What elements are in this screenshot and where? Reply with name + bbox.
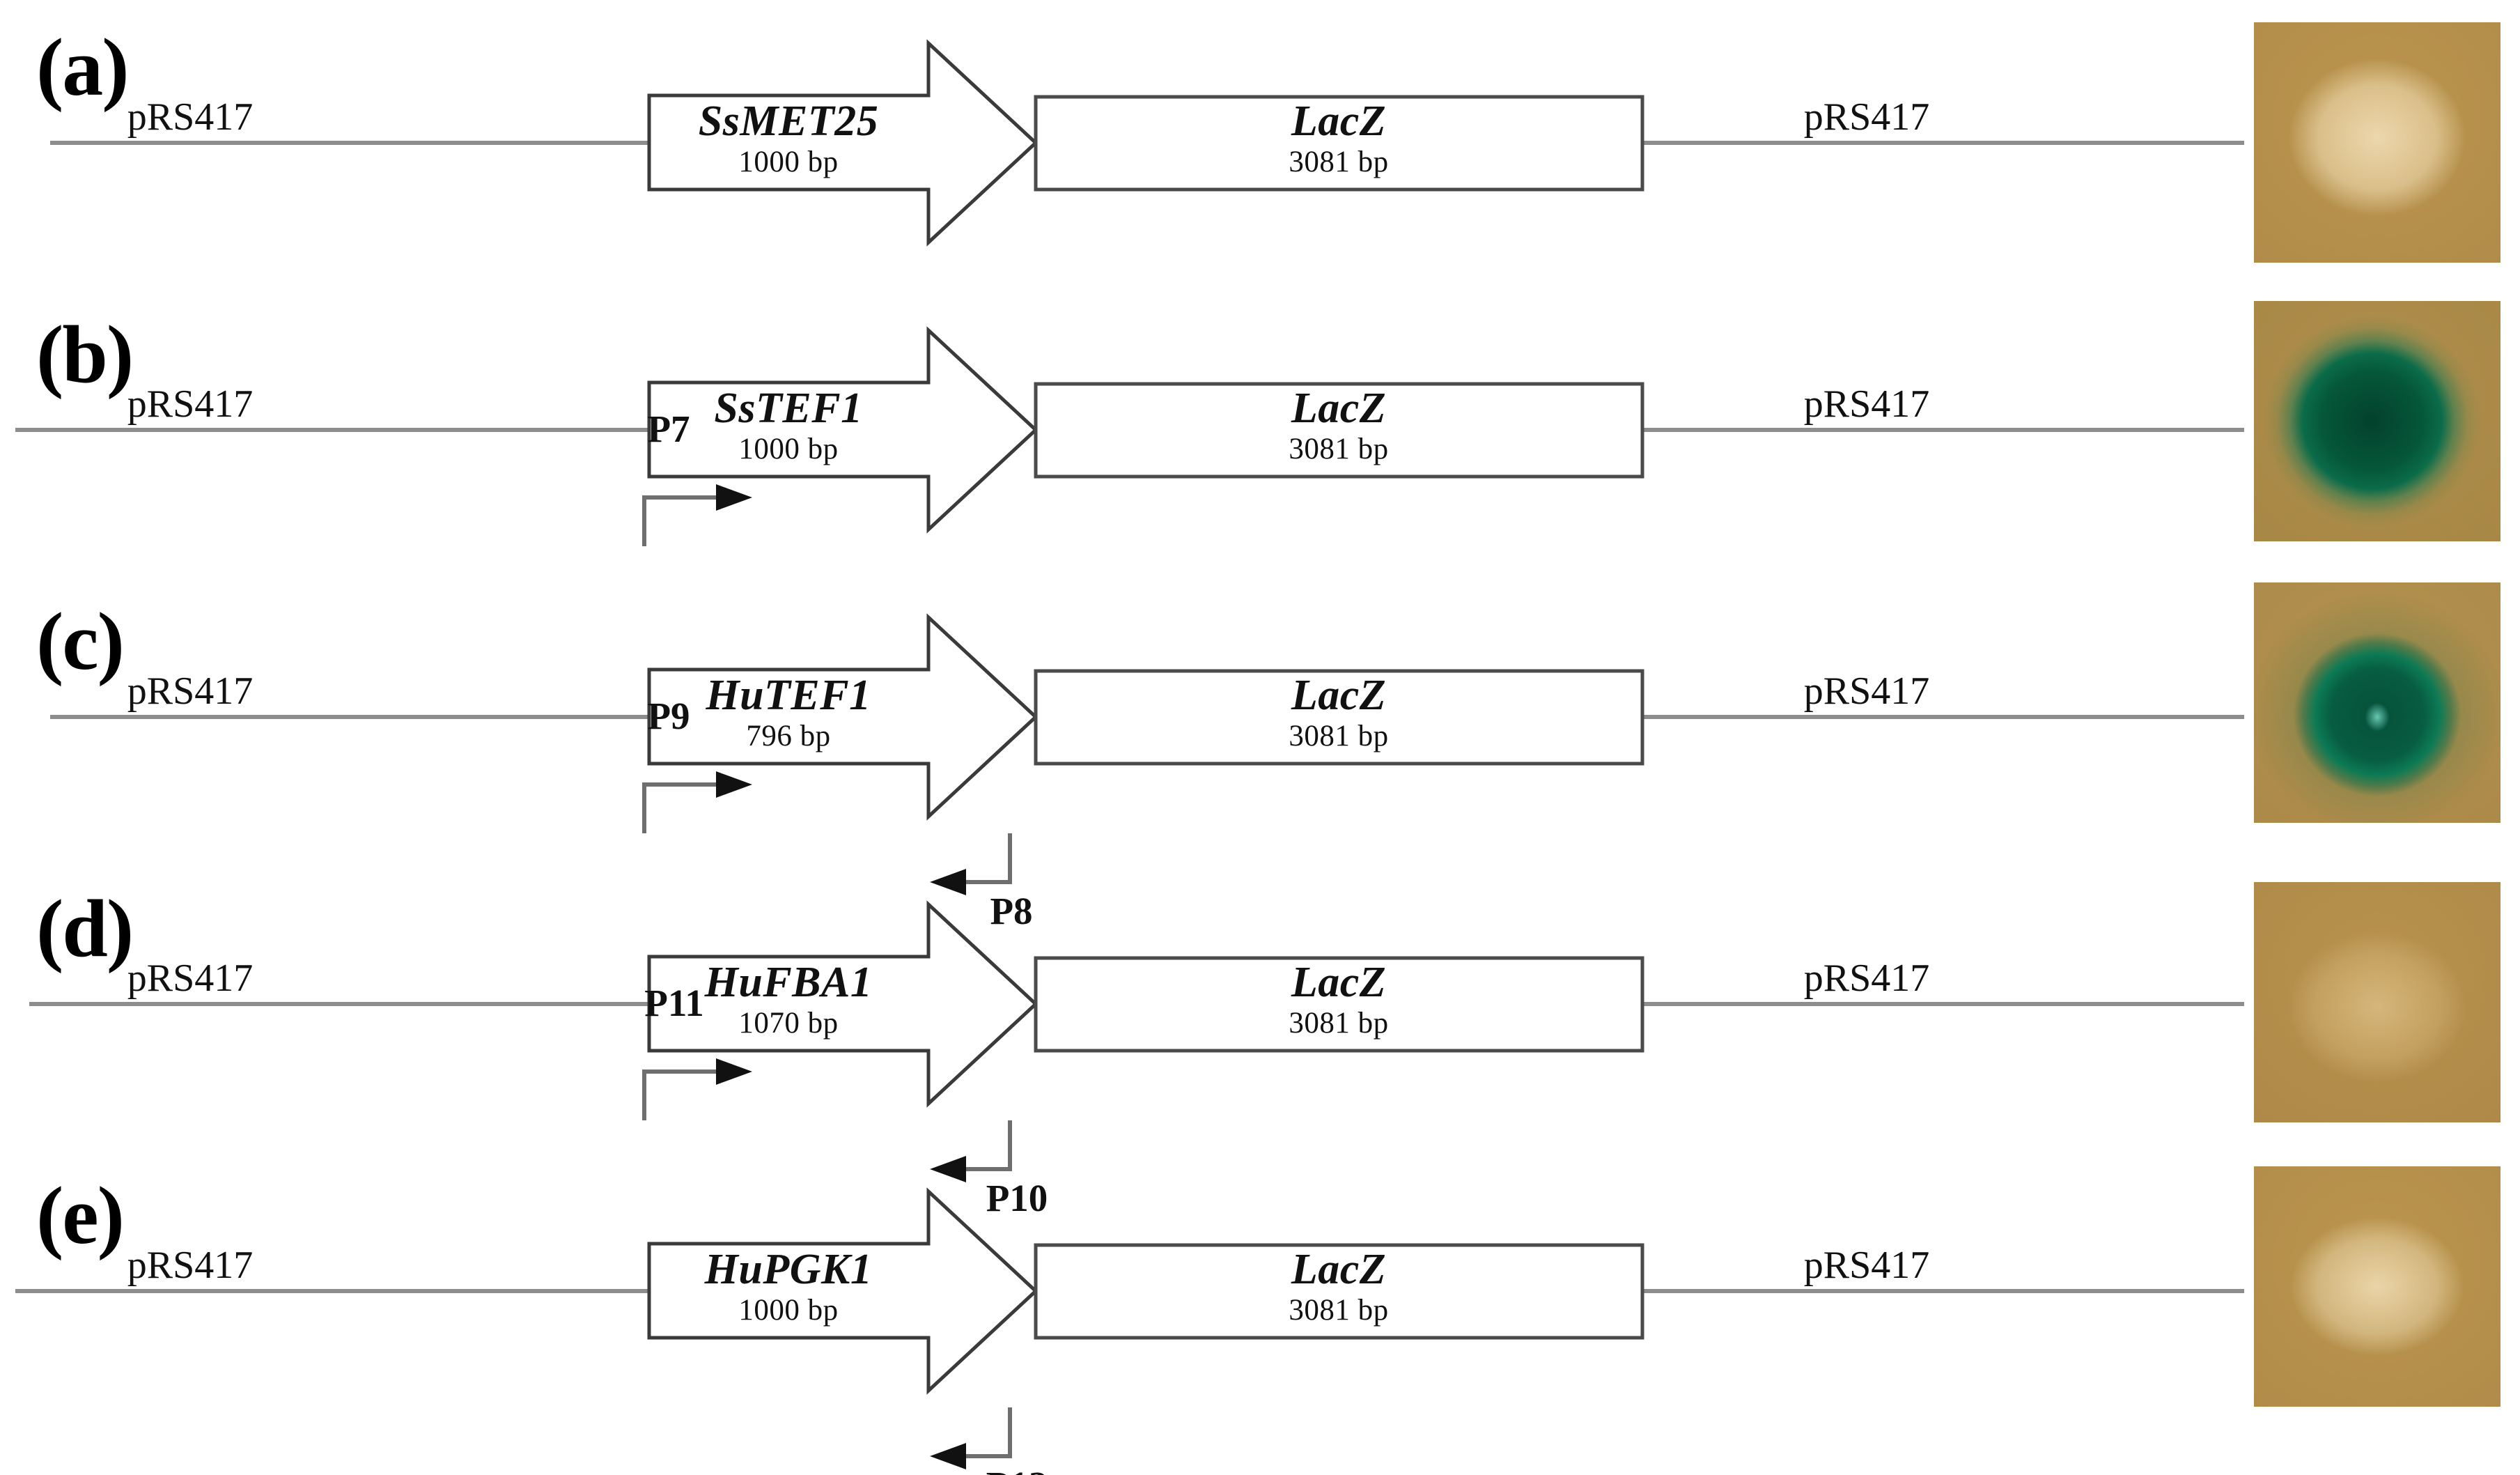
primer-label-p7: P7 <box>647 408 690 450</box>
promoter-size-a: 1000 bp <box>738 146 839 179</box>
construct-diagram-c <box>50 484 2244 895</box>
reporter-box-e <box>1034 1243 1644 1340</box>
panel-b: (b) pRS417 pRS417 SsTEF1 1000 bp LacZ 30… <box>0 287 2520 574</box>
colony-photo-c <box>2254 582 2500 823</box>
promoter-size-b: 1000 bp <box>738 433 839 466</box>
promoter-size-c: 796 bp <box>746 720 831 753</box>
panel-letter-a: (a) <box>36 22 130 113</box>
reporter-box-b <box>1034 382 1644 479</box>
panel-d: (d) pRS417 pRS417 HuFBA1 1070 bp LacZ <box>0 695 2520 1219</box>
promoter-name-d: HuFBA1 <box>704 959 873 1006</box>
construct-diagram-e <box>15 1058 2244 1469</box>
primer-arrow-p10 <box>930 1120 1012 1182</box>
promoter-arrow-b <box>647 326 1039 534</box>
reporter-name-e: LacZ <box>1291 1246 1387 1293</box>
primer-label-p12: P12 <box>986 1463 1048 1475</box>
panel-letter-c: (c) <box>36 596 125 687</box>
vector-label-right-e: pRS417 <box>1803 1244 1930 1287</box>
vector-label-left-a: pRS417 <box>127 95 254 139</box>
panel-e: (e) pRS417 pRS417 HuPGK1 1000 bp LacZ <box>0 982 2520 1475</box>
promoter-name-b: SsTEF1 <box>714 385 863 432</box>
primer-label-p11: P11 <box>644 982 704 1024</box>
reporter-name-b: LacZ <box>1291 385 1387 432</box>
panel-a: (a) pRS417 pRS417 SsMET25 1000 bp LacZ 3… <box>0 0 2520 287</box>
reporter-size-a: 3081 bp <box>1289 146 1389 179</box>
reporter-label-e: LacZ 3081 bp <box>1289 1246 1389 1329</box>
construct-diagram-d <box>29 771 2244 1182</box>
vector-label-left-b: pRS417 <box>127 383 254 426</box>
promoter-name-c: HuTEF1 <box>706 672 871 719</box>
construct-diagram-b <box>15 326 2244 534</box>
reporter-label-c: LacZ 3081 bp <box>1289 672 1389 755</box>
reporter-size-e: 3081 bp <box>1289 1294 1389 1327</box>
reporter-size-d: 3081 bp <box>1289 1007 1389 1040</box>
promoter-name-e: HuPGK1 <box>704 1246 873 1293</box>
reporter-name-c: LacZ <box>1291 672 1387 719</box>
reporter-label-d: LacZ 3081 bp <box>1289 959 1389 1042</box>
panel-c: (c) pRS417 pRS417 HuTEF1 796 bp LacZ <box>0 408 2520 932</box>
vector-label-right-d: pRS417 <box>1803 957 1930 1000</box>
promoter-arrow-e <box>647 1187 1039 1395</box>
primer-arrow-p11 <box>642 1058 752 1120</box>
primer-label-p9: P9 <box>647 695 690 737</box>
vector-label-left-e: pRS417 <box>127 1244 254 1287</box>
colony-photo-e <box>2254 1166 2500 1407</box>
promoter-arrow-a <box>647 39 1039 247</box>
vector-label-left-c: pRS417 <box>127 670 254 713</box>
promoter-label-a: SsMET25 1000 bp <box>698 98 879 181</box>
panel-letter-d: (d) <box>36 883 134 974</box>
promoter-size-d: 1070 bp <box>738 1007 839 1040</box>
promoter-arrow-d <box>647 900 1039 1108</box>
reporter-size-b: 3081 bp <box>1289 433 1389 466</box>
reporter-size-c: 3081 bp <box>1289 720 1389 753</box>
reporter-box-c <box>1034 669 1644 766</box>
reporter-label-a: LacZ 3081 bp <box>1289 98 1389 181</box>
primer-label-p10: P10 <box>986 1177 1048 1219</box>
vector-label-right-c: pRS417 <box>1803 670 1930 713</box>
primer-arrow-p8 <box>930 833 1012 895</box>
reporter-box-d <box>1034 956 1644 1053</box>
primer-arrow-p9 <box>642 771 752 833</box>
promoter-label-e: HuPGK1 1000 bp <box>704 1246 873 1329</box>
promoter-label-d: HuFBA1 1070 bp <box>704 959 873 1042</box>
colony-photo-b <box>2254 301 2500 541</box>
reporter-name-d: LacZ <box>1291 959 1387 1006</box>
promoter-name-a: SsMET25 <box>698 98 879 145</box>
promoter-label-b: SsTEF1 1000 bp <box>714 385 863 468</box>
reporter-label-b: LacZ 3081 bp <box>1289 385 1389 468</box>
vector-label-right-b: pRS417 <box>1803 383 1930 426</box>
construct-diagram-a <box>50 39 2244 247</box>
promoter-label-c: HuTEF1 796 bp <box>706 672 871 755</box>
promoter-size-e: 1000 bp <box>738 1294 839 1327</box>
vector-label-left-d: pRS417 <box>127 957 254 1000</box>
panel-letter-b: (b) <box>36 309 134 400</box>
reporter-name-a: LacZ <box>1291 98 1387 145</box>
promoter-arrow-c <box>647 613 1039 821</box>
primer-arrow-p12 <box>930 1407 1012 1469</box>
panel-letter-e: (e) <box>36 1170 125 1261</box>
primer-arrow-p7 <box>642 484 752 546</box>
primer-label-p8: P8 <box>990 890 1033 932</box>
colony-photo-d <box>2254 882 2500 1122</box>
colony-photo-a <box>2254 22 2500 263</box>
vector-label-right-a: pRS417 <box>1803 95 1930 139</box>
reporter-box-a <box>1034 95 1644 192</box>
